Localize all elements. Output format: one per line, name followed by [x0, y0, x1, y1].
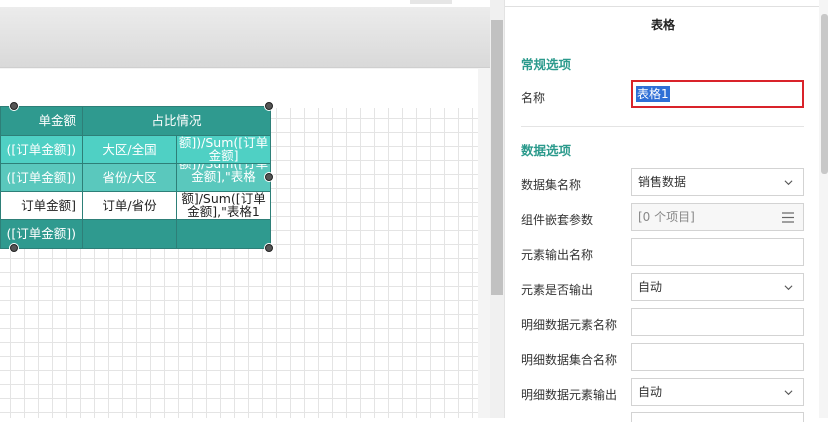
resize-handle-top-left[interactable]	[10, 102, 18, 110]
element-output-name-input[interactable]	[631, 238, 804, 266]
dataset-name-value: 销售数据	[638, 175, 687, 189]
resize-handle-bottom-right[interactable]	[265, 244, 273, 252]
canvas-header-band	[0, 7, 490, 68]
name-label: 名称	[521, 91, 546, 105]
table-row: ([订单金额]) 大区/全国 额])/Sum([订单金额]	[0, 135, 272, 164]
element-output-flag-select[interactable]: 自动	[631, 273, 804, 301]
panel-scrollbar[interactable]	[819, 0, 828, 418]
table-row: ([订单金额]) 省份/大区 额])/Sum([订单金额],"表格	[0, 163, 272, 192]
detail-collection-name-input[interactable]	[631, 343, 804, 371]
table-row: ([订单金额])	[0, 219, 272, 249]
resize-handle-right[interactable]	[265, 173, 273, 181]
table-row: 订单金额] 订单/省份 额]/Sum([订单金额],"表格1	[0, 191, 272, 220]
table-cell[interactable]: 省份/大区	[82, 163, 177, 192]
name-input[interactable]: 表格1	[631, 80, 804, 108]
table-cell[interactable]: 单金额	[0, 106, 83, 136]
table-cell[interactable]	[82, 219, 177, 249]
cell-formula: 额])/Sum([订单金额]	[178, 136, 269, 163]
section-separator	[521, 126, 804, 127]
nested-params-field[interactable]: [0 个项目]	[631, 203, 804, 231]
table-cell[interactable]: 占比情况	[81, 106, 272, 136]
table-cell[interactable]: 额])/Sum([订单金额],"表格	[175, 163, 272, 192]
table-cell[interactable]: 额]/Sum([订单金额],"表格1	[175, 191, 272, 220]
table-cell[interactable]: ([订单金额])	[0, 163, 83, 192]
table-cell[interactable]: 订单金额]	[0, 191, 83, 220]
nested-params-label: 组件嵌套参数	[521, 213, 594, 227]
report-table[interactable]: 单金额 占比情况 ([订单金额]) 大区/全国 额])/Sum([订单金额] (…	[0, 106, 272, 249]
table-cell[interactable]: ([订单金额])	[0, 135, 83, 164]
detail-element-name-label: 明细数据元素名称	[521, 318, 618, 332]
detail-collection-name-label: 明细数据集合名称	[521, 353, 618, 367]
next-field-partial[interactable]	[631, 412, 804, 422]
list-menu-icon[interactable]	[782, 212, 794, 223]
table-cell[interactable]: 订单/省份	[82, 191, 177, 220]
chevron-down-icon	[784, 390, 793, 396]
resize-handle-bottom-left[interactable]	[10, 244, 18, 252]
panel-title: 表格	[650, 18, 675, 32]
detail-element-output-value: 自动	[638, 385, 663, 399]
design-canvas[interactable]: 单金额 占比情况 ([订单金额]) 大区/全国 额])/Sum([订单金额] (…	[0, 0, 490, 418]
table-cell[interactable]: 额])/Sum([订单金额]	[175, 135, 272, 164]
dataset-name-select[interactable]: 销售数据	[631, 168, 804, 196]
detail-element-output-label: 明细数据元素输出	[521, 388, 618, 402]
section-general: 常规选项	[521, 57, 572, 72]
canvas-scrollbar[interactable]	[490, 0, 504, 418]
section-data: 数据选项	[521, 143, 572, 158]
detail-element-output-select[interactable]: 自动	[631, 378, 804, 406]
name-value: 表格1	[636, 86, 670, 102]
element-output-flag-value: 自动	[638, 280, 663, 294]
table-cell[interactable]	[175, 219, 272, 249]
canvas-scrollbar-thumb[interactable]	[491, 20, 503, 295]
detail-element-name-input[interactable]	[631, 308, 804, 336]
nested-params-value: [0 个项目]	[638, 210, 695, 224]
chevron-down-icon	[784, 285, 793, 291]
table-cell[interactable]: 大区/全国	[82, 135, 177, 164]
element-output-flag-label: 元素是否输出	[521, 283, 594, 297]
table-row: 单金额 占比情况	[0, 106, 272, 136]
cell-formula: 额]/Sum([订单金额],"表格1	[181, 192, 266, 219]
canvas-top-strip	[0, 0, 490, 7]
panel-scrollbar-thumb[interactable]	[821, 14, 828, 174]
tab-nub	[410, 0, 452, 4]
resize-handle-top-right[interactable]	[265, 102, 273, 110]
cell-formula: 额])/Sum([订单金额],"表格	[179, 165, 268, 184]
property-panel: 表格 常规选项 名称 表格1 数据选项 数据集名称 销售数据 组件嵌套参数 [0…	[504, 0, 828, 422]
element-output-name-label: 元素输出名称	[521, 248, 594, 262]
chevron-down-icon	[784, 180, 793, 186]
dataset-name-label: 数据集名称	[521, 178, 582, 192]
panel-divider	[505, 6, 825, 7]
